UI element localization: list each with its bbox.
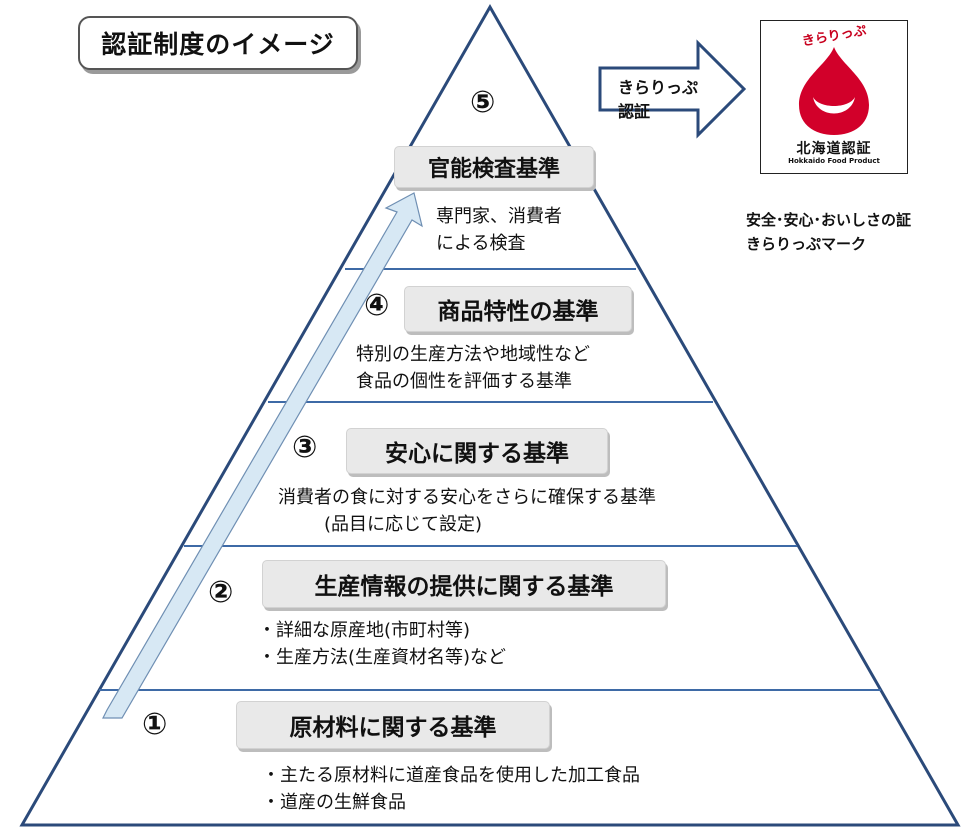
arrow-label-line: きらりっぷ: [618, 78, 699, 97]
logo-drop-icon: [799, 47, 869, 135]
certification-arrow: [598, 39, 747, 139]
level-4-desc-line: 特別の生産方法や地域性など: [356, 344, 590, 365]
certification-arrow-label: きらりっぷ 認証: [618, 76, 698, 124]
level-5-number: ⑤: [470, 85, 496, 120]
level-4-description: 特別の生産方法や地域性など 食品の個性を評価する基準: [356, 341, 590, 395]
level-1-desc-line: ・主たる原材料に道産食品を使用した加工食品: [262, 765, 640, 786]
level-1-description: ・主たる原材料に道産食品を使用した加工食品 ・道産の生鮮食品: [262, 762, 640, 816]
level-4-heading: 商品特性の基準: [404, 286, 632, 332]
logo-sub-text: Hokkaido Food Product: [788, 157, 880, 165]
level-4-number: ④: [364, 288, 390, 323]
level-3-number: ③: [292, 430, 318, 465]
level-3-description: 消費者の食に対する安心をさらに確保する基準 (品目に応じて設定): [278, 484, 656, 538]
level-1-desc-line: ・道産の生鮮食品: [262, 792, 406, 813]
level-5-desc-line: による検査: [436, 233, 526, 254]
level-5-description: 専門家、消費者 による検査: [436, 203, 562, 257]
level-3-desc-line: (品目に応じて設定): [324, 514, 483, 535]
slogan: 安全･安心･おいしさの証 きらりっぷマーク: [746, 208, 911, 256]
slogan-line: 安全･安心･おいしさの証: [746, 211, 912, 229]
level-1-number: ①: [142, 707, 168, 742]
level-1-heading: 原材料に関する基準: [236, 701, 550, 749]
logo-main-text: 北海道認証: [796, 141, 872, 157]
level-3-heading: 安心に関する基準: [346, 428, 608, 474]
level-5-desc-line: 専門家、消費者: [436, 206, 562, 227]
slogan-line: きらりっぷマーク: [746, 235, 867, 253]
kirarippu-logo: きらりっぷ 北海道認証 Hokkaido Food Product: [760, 20, 908, 174]
level-2-description: ・詳細な原産地(市町村等) ・生産方法(生産資材名等)など: [258, 617, 506, 671]
level-2-heading: 生産情報の提供に関する基準: [262, 560, 666, 608]
level-2-desc-line: ・生産方法(生産資材名等)など: [258, 647, 507, 668]
pyramid-outline: [19, 3, 961, 827]
page-title: 認証制度のイメージ: [78, 16, 358, 70]
upward-arrow: [102, 192, 423, 719]
arrow-label-line: 認証: [618, 102, 651, 121]
level-2-number: ②: [208, 575, 234, 610]
level-4-desc-line: 食品の個性を評価する基準: [356, 371, 572, 392]
level-2-desc-line: ・詳細な原産地(市町村等): [258, 620, 471, 641]
level-5-heading: 官能検査基準: [394, 146, 594, 188]
level-3-desc-line: 消費者の食に対する安心をさらに確保する基準: [278, 487, 656, 508]
